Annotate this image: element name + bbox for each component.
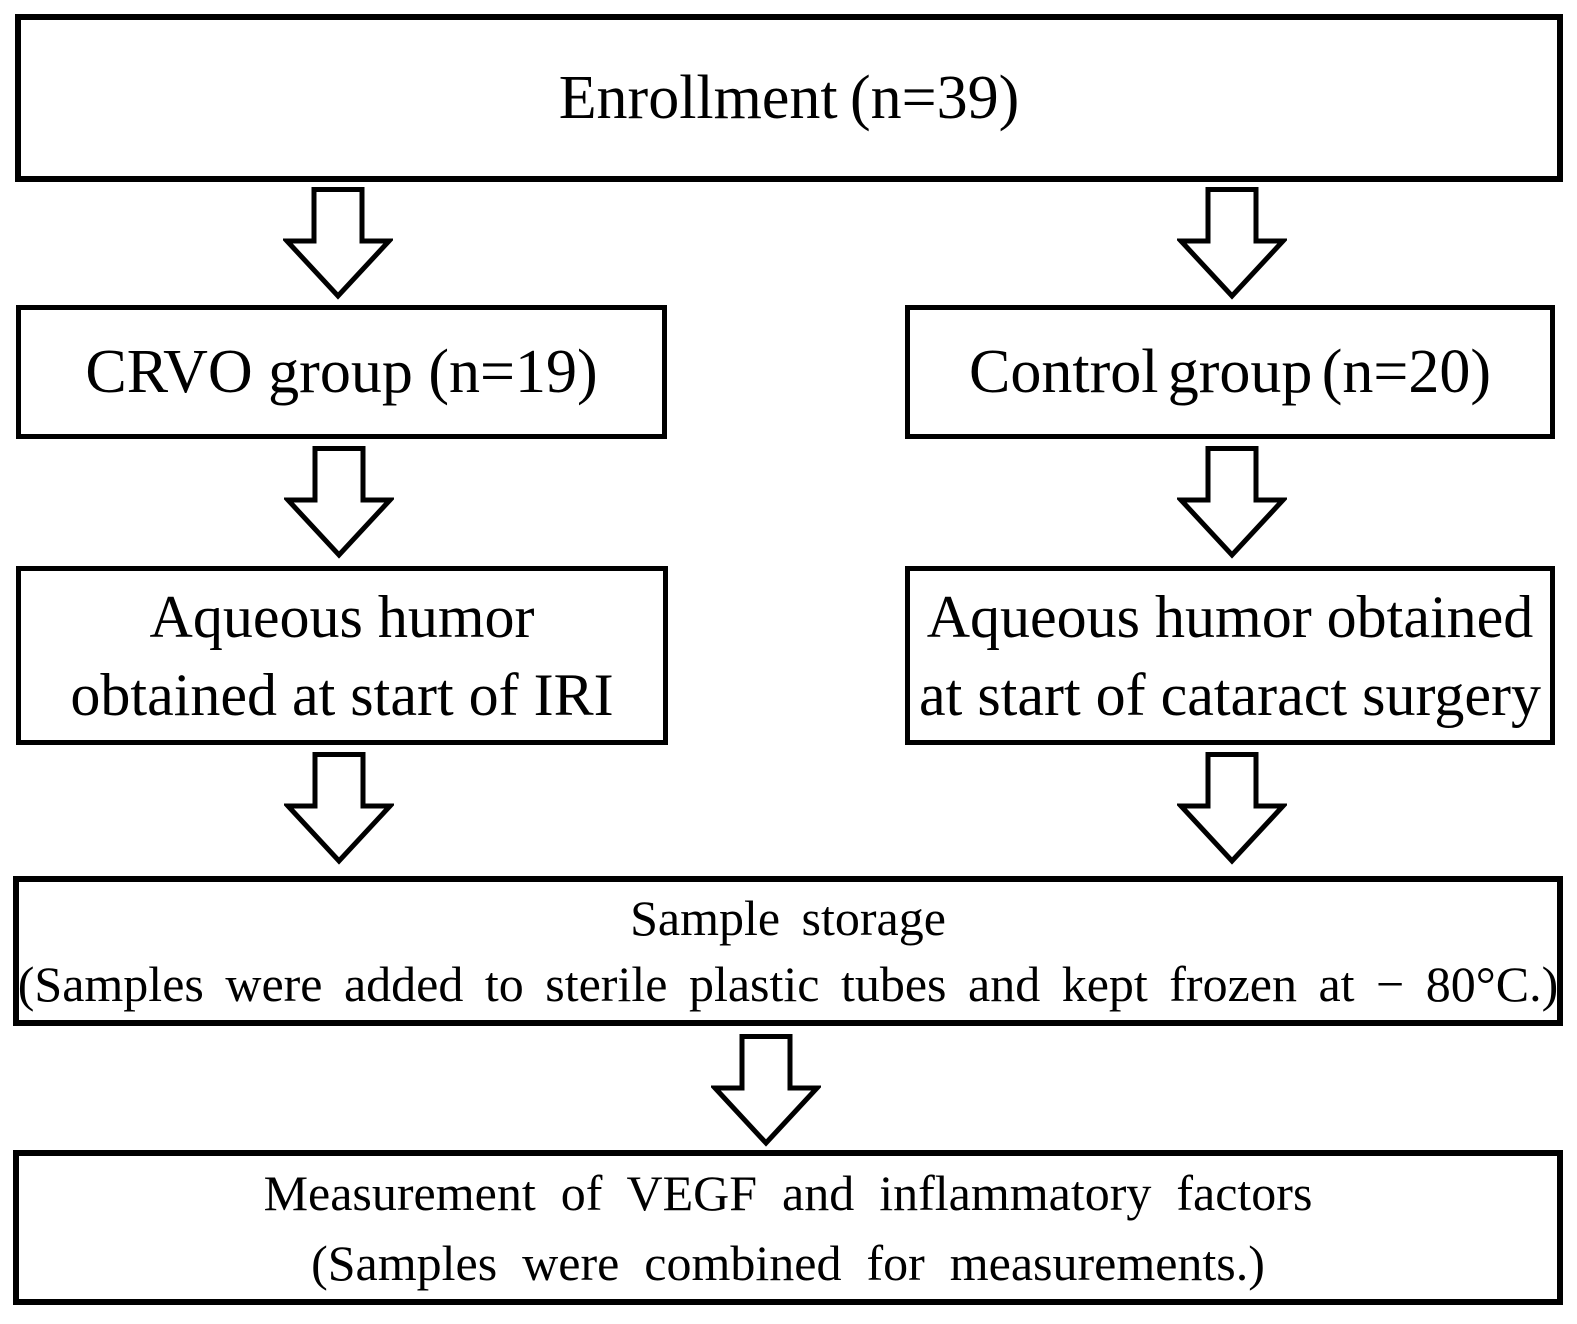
down-arrow-icon	[283, 187, 393, 300]
node-sample-storage-detail: (Samples were added to sterile plastic t…	[17, 956, 1559, 1012]
down-arrow-icon	[1177, 446, 1287, 559]
down-arrow-icon	[711, 1034, 821, 1147]
down-arrow-icon	[284, 446, 394, 559]
node-enrollment: Enrollment (n=39)	[15, 14, 1563, 182]
node-crvo-group-label: CRVO group (n=19)	[85, 337, 598, 406]
node-control-group-label: Control group (n=20)	[969, 337, 1491, 406]
node-enrollment-label: Enrollment (n=39)	[558, 63, 1020, 132]
node-crvo-group: CRVO group (n=19)	[16, 305, 667, 439]
node-aqueous-humor-cataract-line1: Aqueous humor obtained	[926, 583, 1534, 650]
node-aqueous-humor-iri-line1: Aqueous humor	[149, 583, 535, 650]
down-arrow-icon	[1177, 752, 1287, 865]
node-sample-storage-title: Sample storage	[630, 890, 946, 946]
node-aqueous-humor-cataract-line2: at start of cataract surgery	[919, 661, 1541, 728]
node-aqueous-humor-iri-line2: obtained at start of IRI	[70, 661, 614, 728]
down-arrow-icon	[1177, 187, 1287, 300]
node-control-group: Control group (n=20)	[905, 305, 1555, 439]
node-sample-storage: Sample storage (Samples were added to st…	[13, 876, 1563, 1026]
down-arrow-icon	[284, 752, 394, 865]
node-measurement-detail: (Samples were combined for measurements.…	[311, 1234, 1265, 1291]
node-aqueous-humor-iri: Aqueous humor obtained at start of IRI	[16, 566, 668, 745]
node-aqueous-humor-cataract: Aqueous humor obtained at start of catar…	[905, 566, 1555, 745]
node-measurement-title: Measurement of VEGF and inflammatory fac…	[263, 1164, 1313, 1221]
node-measurement: Measurement of VEGF and inflammatory fac…	[13, 1150, 1563, 1305]
